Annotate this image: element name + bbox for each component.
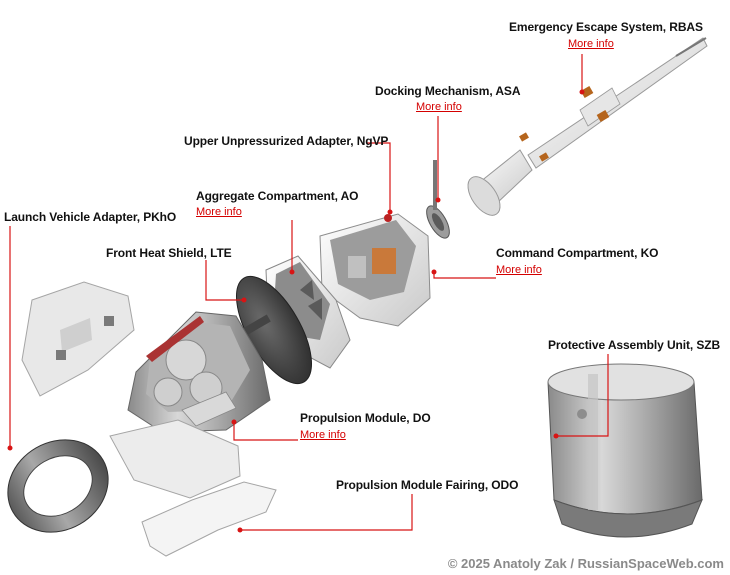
leader-lines xyxy=(7,54,609,533)
launch-vehicle-adapter-ring xyxy=(7,439,109,533)
leader-line-szb xyxy=(556,354,609,437)
protective-assembly-unit-szb xyxy=(547,363,703,538)
docking-mechanism-asa xyxy=(426,160,450,239)
more-info-link-ao[interactable]: More info xyxy=(196,206,242,218)
launch-vehicle-adapter-panel xyxy=(21,281,135,397)
label-ao: Aggregate Compartment, AO xyxy=(196,189,359,203)
leader-line-ngvp xyxy=(366,142,391,212)
leader-line-lte xyxy=(205,260,244,301)
escape-system-rbas xyxy=(467,37,708,216)
label-szb: Protective Assembly Unit, SZB xyxy=(548,338,721,352)
propulsion-module-do xyxy=(127,311,271,433)
copyright-credit: © 2025 Anatoly Zak / RussianSpaceWeb.com xyxy=(447,556,724,571)
propulsion-fairing-left-panel xyxy=(109,419,241,499)
more-info-link-do[interactable]: More info xyxy=(300,429,346,441)
label-asa: Docking Mechanism, ASA xyxy=(375,84,521,98)
command-compartment-ko xyxy=(319,213,431,327)
leader-line-do xyxy=(233,422,298,441)
propulsion-module-fairing-odo xyxy=(141,481,277,557)
label-ko: Command Compartment, KO xyxy=(496,246,659,260)
leader-line-ko xyxy=(433,272,496,279)
more-info-link-rbas[interactable]: More info xyxy=(568,38,614,50)
label-pkho: Launch Vehicle Adapter, PKhO xyxy=(4,210,177,224)
label-rbas: Emergency Escape System, RBAS xyxy=(509,20,703,34)
label-lte: Front Heat Shield, LTE xyxy=(106,246,232,260)
label-odo: Propulsion Module Fairing, ODO xyxy=(336,478,519,492)
label-do: Propulsion Module, DO xyxy=(300,411,431,425)
more-info-link-asa[interactable]: More info xyxy=(416,101,462,113)
label-ngvp: Upper Unpressurized Adapter, NgVP xyxy=(184,134,389,148)
more-info-link-ko[interactable]: More info xyxy=(496,264,542,276)
leader-line-odo xyxy=(240,494,413,531)
